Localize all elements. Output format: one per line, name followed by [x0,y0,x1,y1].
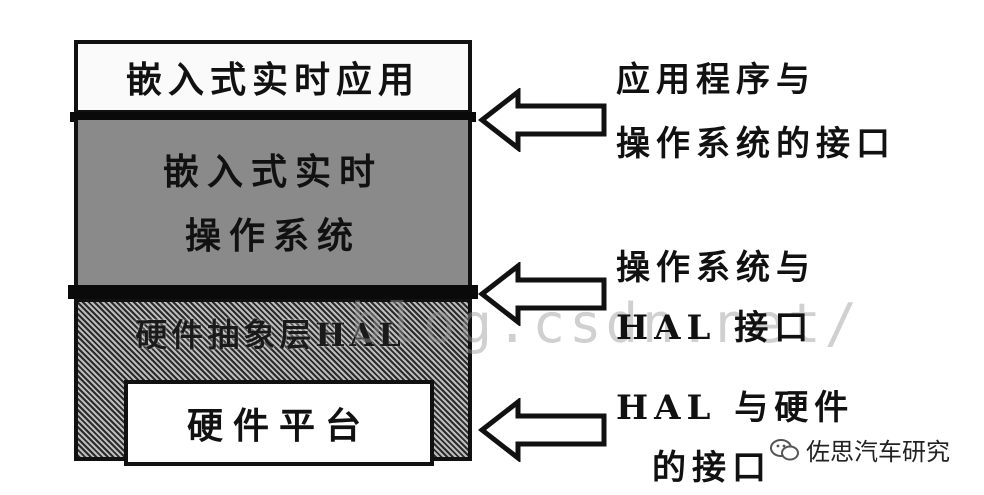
interface-os-hal-line2: HAL 接口 [616,308,815,348]
layer-embedded-app-label: 嵌入式实时应用 [125,59,420,101]
layer-rtos-label-line1: 嵌入式实时 [162,151,383,193]
arrow-left-icon [478,88,607,152]
layer-rtos-label-line2: 操作系统 [184,215,361,257]
layer-hardware-label: 硬件平台 [186,405,371,447]
arrow-left-icon [478,398,607,462]
layer-embedded-app: 嵌入式实时应用 [74,40,472,114]
layer-hardware-platform: 硬件平台 [124,380,434,466]
layer-rtos: 嵌入式实时 操作系统 [74,120,472,288]
interface-os-hal-line1: 操作系统与 [616,248,816,288]
interface-line-os-hal [68,285,478,299]
interface-app-os-line2: 操作系统的接口 [616,124,896,164]
layer-hal-label: 硬件抽象层HAL [135,316,405,354]
brand-watermark: 佐思汽车研究 [770,432,950,467]
interface-hal-hw-line2: 的接口 [652,448,772,488]
arrow-left-icon [478,262,607,326]
brand-name: 佐思汽车研究 [806,438,950,466]
wechat-icon [770,438,799,460]
interface-app-os-line1: 应用程序与 [616,60,816,100]
interface-hal-hw-line1: HAL 与硬件 [616,388,855,428]
interface-line-app-os [70,112,476,122]
